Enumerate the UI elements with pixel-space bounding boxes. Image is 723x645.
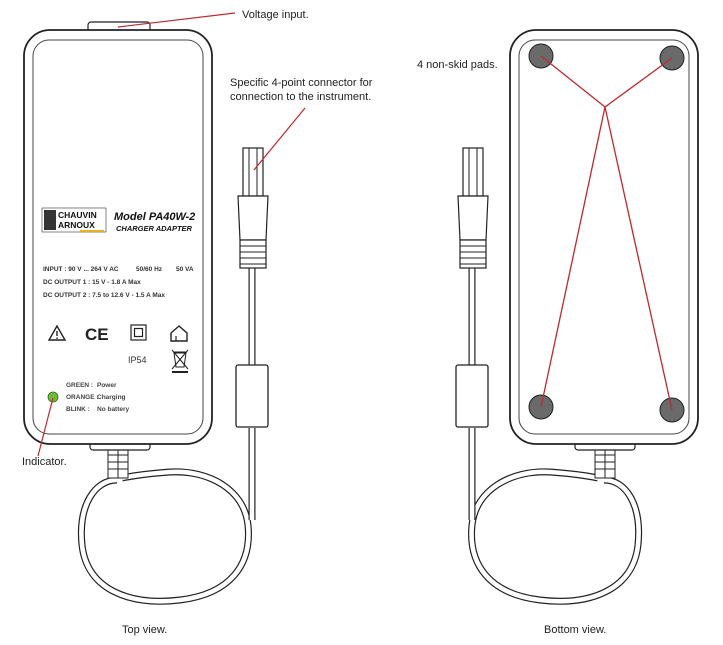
- bottom-view: 4 non-skid pads. Bottom view.: [417, 29, 699, 636]
- bottom-adapter-body: [509, 29, 699, 445]
- power-spec: 50 VA: [176, 266, 194, 273]
- top-view-caption: Top view.: [122, 624, 167, 636]
- pads-callout-lines: [540, 55, 673, 411]
- dc-output-1-spec: DC OUTPUT 1 : 15 V - 1.8 A Max: [43, 279, 141, 286]
- indicator-callout-line: [37, 397, 54, 457]
- bottom-view-caption: Bottom view.: [544, 624, 606, 636]
- indicator-led: [47, 391, 59, 403]
- ce-mark-icon: CE: [85, 325, 109, 344]
- top-strain-relief: [107, 447, 129, 479]
- bottom-4-point-connector: [457, 147, 489, 269]
- top-output-cable: [77, 468, 252, 605]
- brand-line-1: CHAUVIN: [58, 210, 97, 220]
- connector-label-line-1: Specific 4-point connector for: [230, 77, 373, 89]
- connector-label-line-2: connection to the instrument.: [230, 91, 371, 103]
- frequency-spec: 50/60 Hz: [136, 266, 163, 273]
- legend-orange-key: ORANGE :: [66, 394, 99, 401]
- warning-icon: [47, 324, 67, 341]
- legend-green-value: Power: [97, 382, 117, 389]
- legend-blink-value: No battery: [97, 406, 130, 413]
- bottom-output-cable: [468, 468, 643, 605]
- legend-orange-value: Charging: [97, 394, 126, 401]
- dc-output-2-spec: DC OUTPUT 2 : 7.5 to 12.6 V - 1.5 A Max: [43, 292, 165, 299]
- weee-bin-icon: [171, 349, 189, 373]
- bottom-strain-relief: [594, 447, 616, 479]
- brand-line-2: ARNOUX: [58, 220, 95, 230]
- top-view: CHAUVIN ARNOUX Model PA40W-2 CHARGER ADA…: [22, 9, 373, 636]
- top-adapter-body: [23, 29, 213, 445]
- top-4-point-connector: [237, 147, 269, 269]
- ip-rating: IP54: [128, 355, 147, 365]
- product-name: CHARGER ADAPTER: [116, 224, 193, 233]
- pads-label: 4 non-skid pads.: [417, 59, 498, 71]
- legend-blink-key: BLINK :: [66, 406, 90, 413]
- indicator-label: Indicator.: [22, 456, 67, 468]
- legend-green-key: GREEN :: [66, 382, 93, 389]
- voltage-input-label: Voltage input.: [242, 9, 309, 21]
- input-spec: INPUT : 90 V ... 264 V AC: [43, 266, 119, 273]
- model-name: Model PA40W-2: [114, 211, 195, 223]
- double-insulation-icon: [130, 324, 147, 341]
- bottom-ferrite-core: [455, 364, 489, 428]
- top-ferrite-core: [235, 364, 269, 428]
- connector-callout-line: [253, 107, 306, 171]
- label-plate: CHAUVIN ARNOUX Model PA40W-2 CHARGER ADA…: [41, 207, 195, 413]
- indoor-use-icon: [170, 325, 188, 342]
- voltage-input-callout-line: [117, 12, 236, 28]
